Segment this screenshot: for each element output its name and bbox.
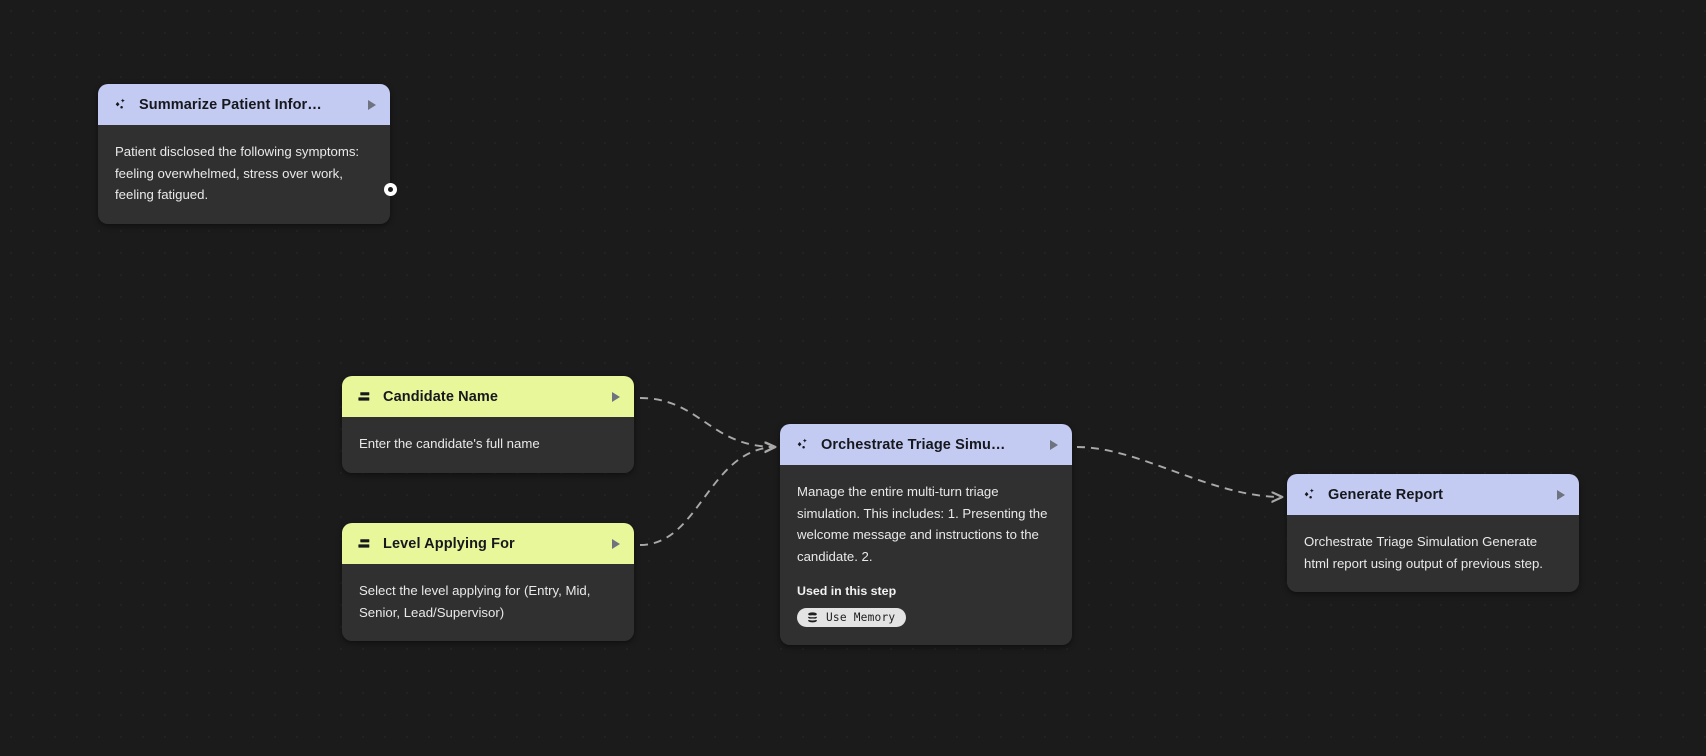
node-header[interactable]: Summarize Patient Infor… xyxy=(98,84,390,125)
edge-candidate-name-to-orchestrate xyxy=(639,397,775,447)
node-orchestrate-triage-simulation[interactable]: Orchestrate Triage Simu… Manage the enti… xyxy=(780,424,1072,645)
node-body: Patient disclosed the following symptoms… xyxy=(98,125,390,224)
node-description: Orchestrate Triage Simulation Generate h… xyxy=(1304,534,1543,571)
node-header[interactable]: Orchestrate Triage Simu… xyxy=(780,424,1072,465)
node-title: Orchestrate Triage Simu… xyxy=(821,436,1006,453)
node-level-applying-for[interactable]: Level Applying For Select the level appl… xyxy=(342,523,634,641)
edge-level-applying-to-orchestrate xyxy=(639,447,775,546)
sparkle-icon xyxy=(1301,486,1318,503)
node-description: Select the level applying for (Entry, Mi… xyxy=(359,583,591,620)
tool-chip-row: Use Memory xyxy=(797,608,1055,627)
node-title: Candidate Name xyxy=(383,388,499,405)
node-body: Select the level applying for (Entry, Mi… xyxy=(342,564,634,641)
node-summarize-patient-information[interactable]: Summarize Patient Infor… Patient disclos… xyxy=(98,84,397,224)
edge-orchestrate-to-generate-report xyxy=(1076,446,1282,497)
node-description: Patient disclosed the following symptoms… xyxy=(115,144,360,202)
node-body: Enter the candidate's full name xyxy=(342,417,634,473)
node-body: Orchestrate Triage Simulation Generate h… xyxy=(1287,515,1579,592)
play-icon[interactable] xyxy=(612,538,620,549)
node-title: Level Applying For xyxy=(383,535,515,552)
used-in-this-step-label: Used in this step xyxy=(797,584,897,598)
node-title: Summarize Patient Infor… xyxy=(139,96,322,113)
tool-chip-use-memory[interactable]: Use Memory xyxy=(797,608,907,627)
play-icon[interactable] xyxy=(1557,489,1565,500)
form-input-icon xyxy=(356,535,373,552)
tool-chip-label: Use Memory xyxy=(826,611,896,624)
play-icon[interactable] xyxy=(612,391,620,402)
play-icon[interactable] xyxy=(368,99,376,110)
sparkle-icon xyxy=(794,436,811,453)
node-description: Manage the entire multi-turn triage simu… xyxy=(797,484,1048,564)
form-input-icon xyxy=(356,388,373,405)
node-header[interactable]: Candidate Name xyxy=(342,376,634,417)
node-header[interactable]: Generate Report xyxy=(1287,474,1579,515)
sparkle-icon xyxy=(112,96,129,113)
node-title: Generate Report xyxy=(1328,486,1444,503)
node-header[interactable]: Level Applying For xyxy=(342,523,634,564)
node-candidate-name[interactable]: Candidate Name Enter the candidate's ful… xyxy=(342,376,634,473)
node-body: Manage the entire multi-turn triage simu… xyxy=(780,465,1072,645)
database-stack-icon xyxy=(806,611,819,624)
node-description: Enter the candidate's full name xyxy=(359,436,540,451)
node-generate-report[interactable]: Generate Report Orchestrate Triage Simul… xyxy=(1287,474,1579,592)
play-icon[interactable] xyxy=(1050,439,1058,450)
source-handle[interactable] xyxy=(384,183,397,196)
